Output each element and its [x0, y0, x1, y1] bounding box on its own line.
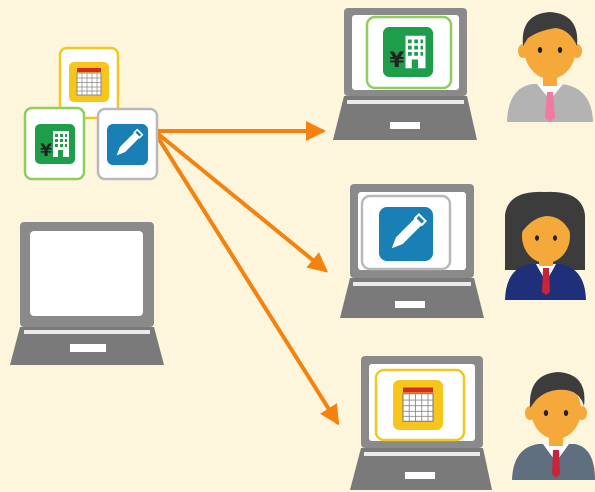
- recipient-laptop-1: [333, 8, 477, 140]
- pencil-icon: [107, 124, 148, 165]
- edit-app-source: [96, 107, 159, 181]
- arrow-to-middle-laptop: [155, 131, 329, 273]
- building-yen-icon: [35, 124, 75, 164]
- calendar-app-source: [58, 46, 120, 120]
- person-man-gray-suit: [512, 372, 595, 480]
- person-woman-navy-suit: [505, 191, 586, 300]
- distribution-arrows: [155, 121, 340, 426]
- person-man-gray-shirt: [507, 12, 593, 122]
- calendar-icon: [69, 62, 109, 102]
- finance-app-source: [23, 106, 86, 181]
- recipient-laptop-2: [340, 184, 484, 318]
- source-laptop: [10, 222, 164, 365]
- pencil-icon: [377, 207, 435, 261]
- recipient-laptop-3: [350, 356, 492, 490]
- arrow-to-bottom-laptop: [155, 134, 340, 426]
- source-app-cluster: [23, 46, 159, 181]
- calendar-icon: [392, 380, 444, 430]
- laptop-screen: [30, 231, 143, 316]
- building-yen-icon: [383, 27, 433, 77]
